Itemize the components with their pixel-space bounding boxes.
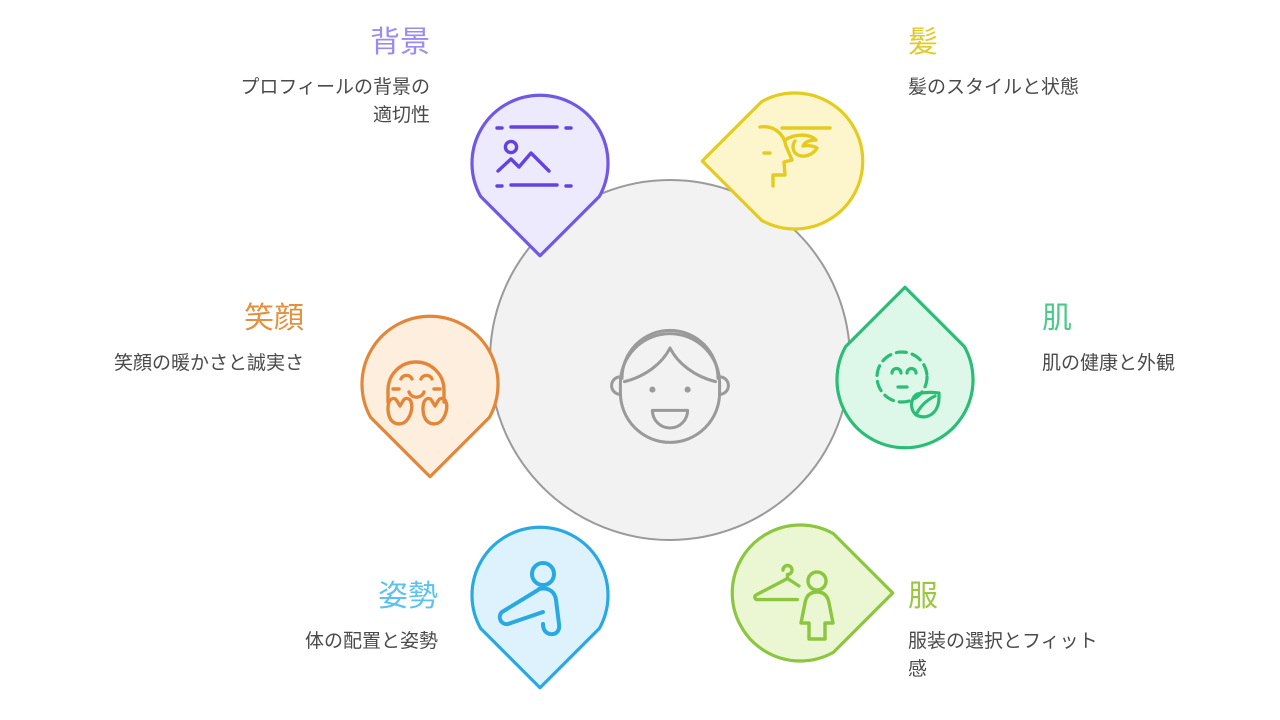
label-clothes-description: 服装の選択とフィット 感 <box>908 628 1140 685</box>
hanger-person-icon <box>753 563 835 641</box>
seated-person-posture-icon <box>497 561 562 637</box>
pin-clothes[interactable] <box>713 508 895 678</box>
label-background-title: 背景 <box>370 26 430 59</box>
label-hair: 髪 髪のスタイルと状態 <box>908 24 1228 102</box>
label-posture-description: 体の配置と姿勢 <box>138 628 438 657</box>
label-background: 背景 プロフィールの背景の 適切性 <box>118 24 430 131</box>
pin-smile[interactable] <box>345 297 515 479</box>
pin-posture[interactable] <box>455 508 625 690</box>
smiling-face-icon <box>590 300 750 460</box>
label-background-description: プロフィールの背景の 適切性 <box>118 74 430 131</box>
desc-line: 体の配置と姿勢 <box>304 630 438 652</box>
label-skin-description: 肌の健康と外観 <box>1042 350 1258 379</box>
desc-line: 服装の選択とフィット <box>908 630 1098 652</box>
label-smile-title: 笑顔 <box>244 302 304 335</box>
desc-line: 髪のスタイルと状態 <box>908 76 1080 98</box>
label-hair-description: 髪のスタイルと状態 <box>908 74 1228 103</box>
label-clothes-title: 服 <box>908 580 938 613</box>
desc-line: 笑顔の暖かさと誠実さ <box>113 352 304 374</box>
label-smile: 笑顔 笑顔の暖かさと誠実さ <box>16 300 304 378</box>
hair-profile-icon <box>758 125 832 188</box>
desc-line: 感 <box>908 659 928 680</box>
pin-background[interactable] <box>455 76 625 258</box>
pin-skin[interactable] <box>820 285 990 467</box>
desc-line: 肌の健康と外観 <box>1042 352 1176 374</box>
smiling-face-with-hands-icon <box>386 360 449 426</box>
image-landscape-icon <box>495 125 573 188</box>
label-skin-title: 肌 <box>1042 302 1072 335</box>
label-hair-title: 髪 <box>908 26 938 59</box>
pin-hair[interactable] <box>700 76 882 246</box>
label-smile-description: 笑顔の暖かさと誠実さ <box>16 350 304 379</box>
desc-line: 適切性 <box>372 105 430 126</box>
desc-line: プロフィールの背景の <box>240 76 430 98</box>
label-posture-title: 姿勢 <box>378 580 438 613</box>
label-skin: 肌 肌の健康と外観 <box>1042 300 1258 378</box>
face-leaf-skincare-icon <box>875 350 941 419</box>
label-posture: 姿勢 体の配置と姿勢 <box>138 578 438 656</box>
label-clothes: 服 服装の選択とフィット 感 <box>908 578 1140 685</box>
